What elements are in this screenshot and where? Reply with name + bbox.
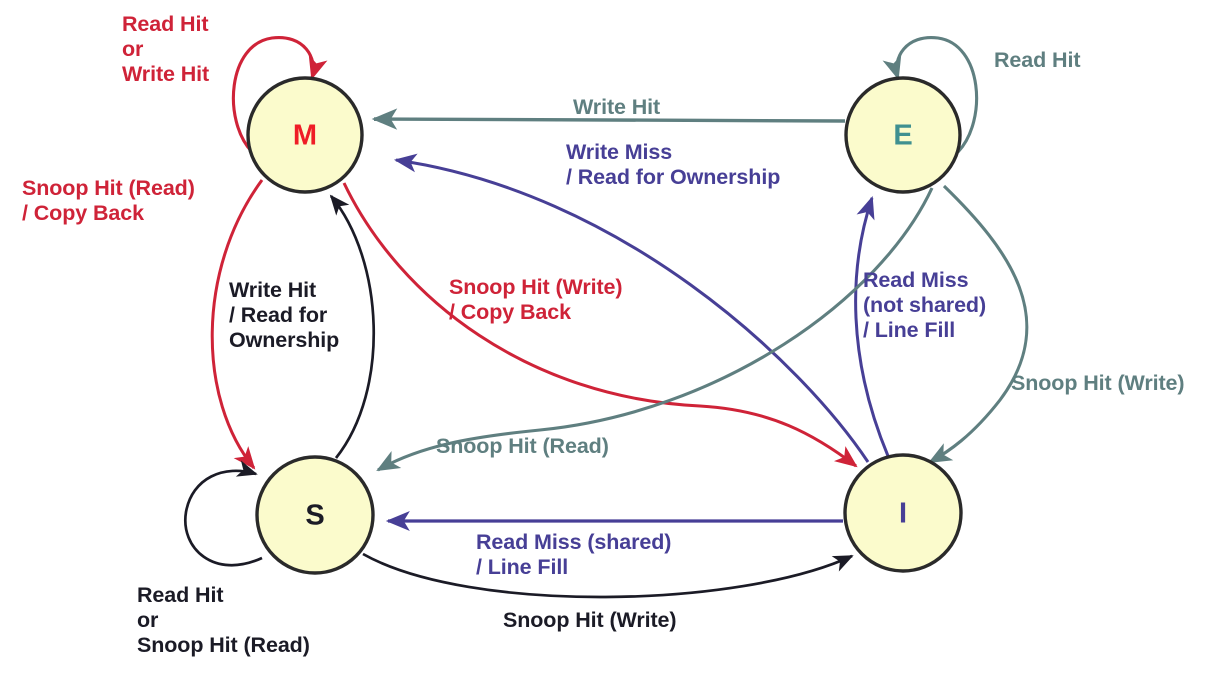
edge-i-to-e (854, 196, 890, 457)
edge-label-line: or (122, 37, 144, 61)
state-circle-i[interactable] (843, 453, 963, 573)
edge-e-to-i (928, 184, 1029, 464)
state-circle-e[interactable] (844, 76, 962, 194)
edge-s-self (183, 460, 263, 567)
state-circle-m[interactable] (246, 76, 364, 194)
state-label-m: M (293, 120, 317, 152)
edge-label-i-to-e: Read Miss(not shared)/ Line Fill (863, 268, 986, 343)
state-node-s[interactable]: S (255, 455, 375, 575)
edge-label-line: Read Miss (shared) (476, 530, 672, 554)
edge-label-line: / Line Fill (863, 318, 956, 342)
edge-label-line: Write Hit (122, 62, 210, 86)
edge-label-line: Read Miss (863, 268, 969, 292)
edge-label-line: Snoop Hit (Read) (22, 176, 195, 200)
edge-s-to-m (329, 194, 375, 459)
edge-label-line: Ownership (229, 328, 340, 352)
edge-label-line: / Copy Back (22, 201, 144, 225)
edge-label-line: Read Hit (137, 583, 224, 607)
edge-label-line: Read Hit (994, 48, 1081, 72)
edge-label-line: / Read for Ownership (566, 165, 781, 189)
edge-m-self (231, 36, 328, 154)
edge-label-line: / Copy Back (449, 300, 571, 324)
state-label-e: E (893, 120, 912, 152)
edge-label-e-to-s: Snoop Hit (Read) (436, 434, 609, 459)
edge-label-line: Write Hit (573, 95, 661, 119)
edge-label-line: (not shared) (863, 293, 987, 317)
state-circle-s[interactable] (255, 455, 375, 575)
edge-label-m-to-i: Snoop Hit (Write)/ Copy Back (449, 275, 623, 325)
state-node-i[interactable]: I (843, 453, 963, 573)
edge-i-to-m (393, 153, 870, 463)
edge-label-line: Snoop Hit (Write) (1011, 371, 1185, 395)
edge-label-e-to-i: Snoop Hit (Write) (1011, 371, 1185, 396)
state-label-i: I (899, 498, 907, 530)
edge-label-s-to-i: Snoop Hit (Write) (503, 608, 677, 633)
edge-label-line: / Read for (229, 303, 328, 327)
edge-label-line: Snoop Hit (Write) (503, 608, 677, 632)
edge-m-to-i (342, 182, 858, 468)
edge-label-line: Write Miss (566, 140, 673, 164)
edge-label-line: / Line Fill (476, 555, 569, 579)
edge-label-line: Snoop Hit (Write) (449, 275, 623, 299)
edge-label-i-to-m: Write Miss/ Read for Ownership (566, 140, 780, 190)
state-label-s: S (305, 500, 324, 532)
edge-m-to-s (210, 179, 264, 470)
edge-s-to-i (362, 552, 854, 599)
edge-label-line: Snoop Hit (Read) (137, 633, 310, 657)
state-node-e[interactable]: E (844, 76, 962, 194)
edge-label-i-to-s: Read Miss (shared)/ Line Fill (476, 530, 671, 580)
edge-e-self (882, 36, 979, 154)
edge-label-line: Read Hit (122, 12, 209, 36)
edge-e-to-s (376, 187, 934, 472)
edge-label-line: Write Hit (229, 278, 317, 302)
edge-label-e-to-m: Write Hit (573, 95, 660, 120)
state-node-m[interactable]: M (246, 76, 364, 194)
edge-label-line: or (137, 608, 159, 632)
edge-label-e-self: Read Hit (994, 48, 1081, 73)
edge-label-m-to-s: Snoop Hit (Read)/ Copy Back (22, 176, 195, 226)
edge-label-line: Snoop Hit (Read) (436, 434, 609, 458)
edge-e-to-m (371, 108, 846, 130)
